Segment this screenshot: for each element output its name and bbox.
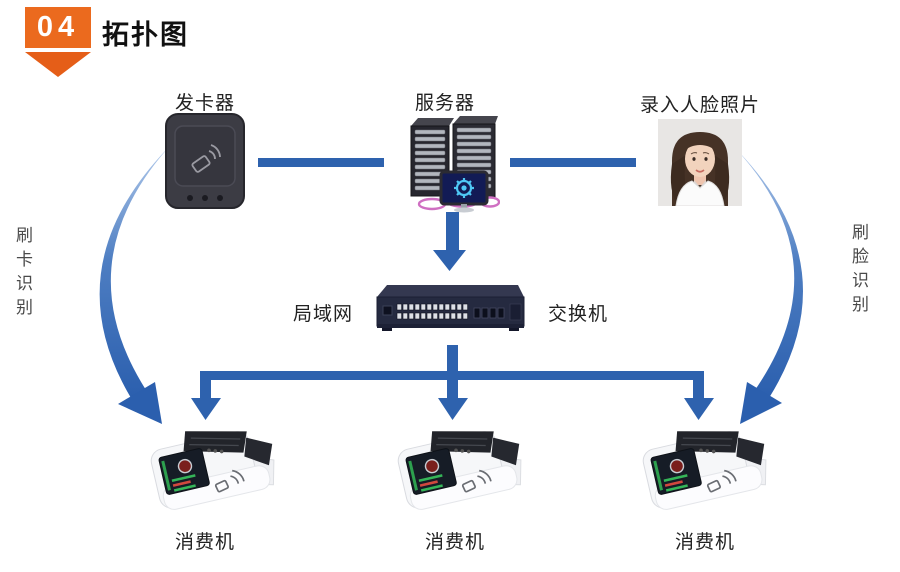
drop-center-head [438, 398, 468, 420]
terminal-label-2: 消费机 [424, 532, 485, 553]
link-server-faceentry [510, 158, 636, 167]
pos-terminal-1 [138, 413, 278, 525]
pos-terminal-icon [150, 431, 275, 510]
arrow-server-to-switch-shaft [446, 212, 459, 250]
drop-right-shaft [693, 378, 704, 399]
server-monitor [439, 170, 489, 213]
card-issuer-label: 发卡器 [174, 93, 235, 114]
network-switch-icon [376, 285, 525, 331]
badge-triangle-pointer [25, 52, 91, 77]
server-label: 服务器 [414, 93, 475, 114]
drop-left-head [191, 398, 221, 420]
section-number-badge: 04 [25, 7, 91, 48]
curved-flow-arrows [99, 148, 803, 424]
portrait-photo-icon [658, 119, 742, 206]
pos-terminal-3 [630, 413, 770, 525]
drop-right-head [684, 398, 714, 420]
lan-label: 局域网 [292, 304, 353, 325]
drop-left-shaft [200, 378, 211, 399]
terminal-label-3: 消费机 [674, 532, 735, 553]
straight-connectors [191, 158, 714, 420]
curve-card-swipe-flow [99, 148, 168, 398]
pos-terminal-2 [385, 413, 525, 525]
switch-label: 交换机 [547, 304, 608, 325]
pos-terminal-icon [642, 431, 767, 510]
curve-face-scan-flow [736, 149, 803, 398]
switch-down-stub [447, 345, 458, 375]
curve-face-scan-arrowhead [740, 382, 782, 424]
rfid-card-reader-icon [165, 113, 245, 209]
distribution-bar [200, 371, 704, 380]
card-swipe-recognition-label: 刷卡识别 [13, 226, 32, 322]
page-title: 拓扑图 [102, 20, 189, 50]
arrow-server-to-switch-head [433, 250, 466, 271]
face-photo [658, 119, 742, 206]
curve-card-swipe-arrowhead [118, 382, 162, 424]
face-entry-label: 录入人脸照片 [639, 95, 760, 116]
link-cardissuer-server [258, 158, 384, 167]
face-scan-recognition-label: 刷脸识别 [849, 223, 868, 319]
drop-center-shaft [447, 378, 458, 399]
pos-terminal-icon [397, 431, 522, 510]
server-towers-icon [410, 116, 500, 213]
terminal-label-1: 消费机 [174, 532, 235, 553]
